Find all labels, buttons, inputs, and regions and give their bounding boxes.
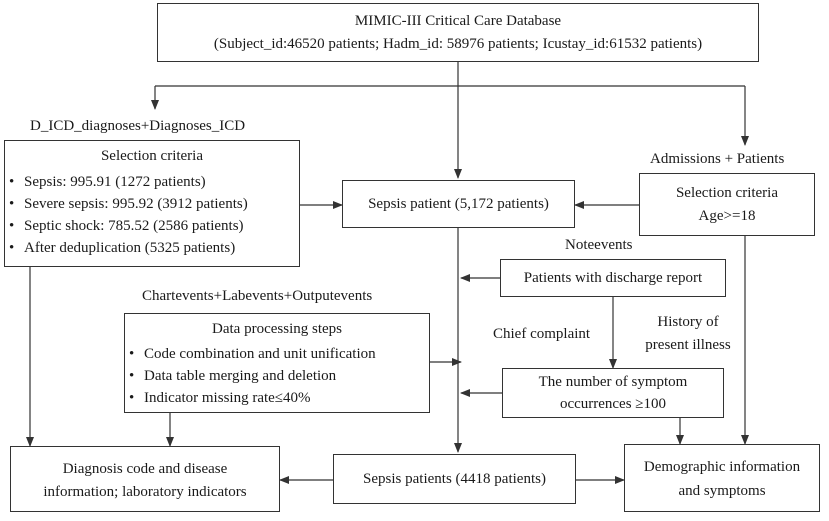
selection-left-list: Sepsis: 995.91 (1272 patients) Severe se… [7,171,248,259]
diagnosis-info-box: Diagnosis code and disease information; … [10,446,280,512]
chartevents-label: Chartevents+Labevents+Outputevents [142,288,373,304]
sepsis-final-label: Sepsis patients (4418 patients) [363,471,546,487]
selection-left-item: Sepsis: 995.91 (1272 patients) [7,171,248,193]
sepsis-patient-label: Sepsis patient (5,172 patients) [368,196,549,212]
dicd-label: D_ICD_diagnoses+Diagnoses_ICD [30,118,246,134]
sepsis-patient-box: Sepsis patient (5,172 patients) [342,180,575,228]
selection-left-item: Septic shock: 785.52 (2586 patients) [7,215,248,237]
discharge-label: Patients with discharge report [523,270,703,286]
mimic-subtitle: (Subject_id:46520 patients; Hadm_id: 589… [213,36,703,52]
demographic-line2: and symptoms [678,483,766,499]
data-processing-box: Data processing steps Code combination a… [124,313,430,413]
chief-complaint-label: Chief complaint [493,326,591,342]
discharge-report-box: Patients with discharge report [500,259,726,297]
processing-list: Code combination and unit unification Da… [127,343,376,409]
selection-left-item: Severe sepsis: 995.92 (3912 patients) [7,193,248,215]
symptom-occurrences-box: The number of symptom occurrences ≥100 [502,368,724,418]
selection-left-title: Selection criteria [100,148,204,164]
selection-criteria-diagnosis-box: Selection criteria Sepsis: 995.91 (1272 … [4,140,300,267]
demographic-box: Demographic information and symptoms [624,444,820,512]
mimic-title: MIMIC-III Critical Care Database [354,13,562,29]
sepsis-final-box: Sepsis patients (4418 patients) [333,454,576,504]
selection-right-age: Age>=18 [698,208,756,224]
demographic-line1: Demographic information [643,459,801,475]
processing-item: Data table merging and deletion [127,365,376,387]
processing-item: Indicator missing rate≤40% [127,387,376,409]
symptom-line2: occurrences ≥100 [559,396,667,412]
processing-item: Code combination and unit unification [127,343,376,365]
diagnosis-line2: information; laboratory indicators [43,484,247,500]
history-label-line1: History of [657,314,719,330]
mimic-database-box: MIMIC-III Critical Care Database (Subjec… [157,3,759,62]
symptom-line1: The number of symptom [538,374,688,390]
selection-left-item: After deduplication (5325 patients) [7,237,248,259]
history-label-line2: present illness [645,337,731,353]
noteevents-label: Noteevents [565,237,633,253]
selection-criteria-age-box: Selection criteria Age>=18 [639,173,815,236]
diagnosis-line1: Diagnosis code and disease [62,461,228,477]
selection-right-title: Selection criteria [675,185,779,201]
processing-title: Data processing steps [212,321,342,337]
admissions-label: Admissions + Patients [650,151,785,167]
